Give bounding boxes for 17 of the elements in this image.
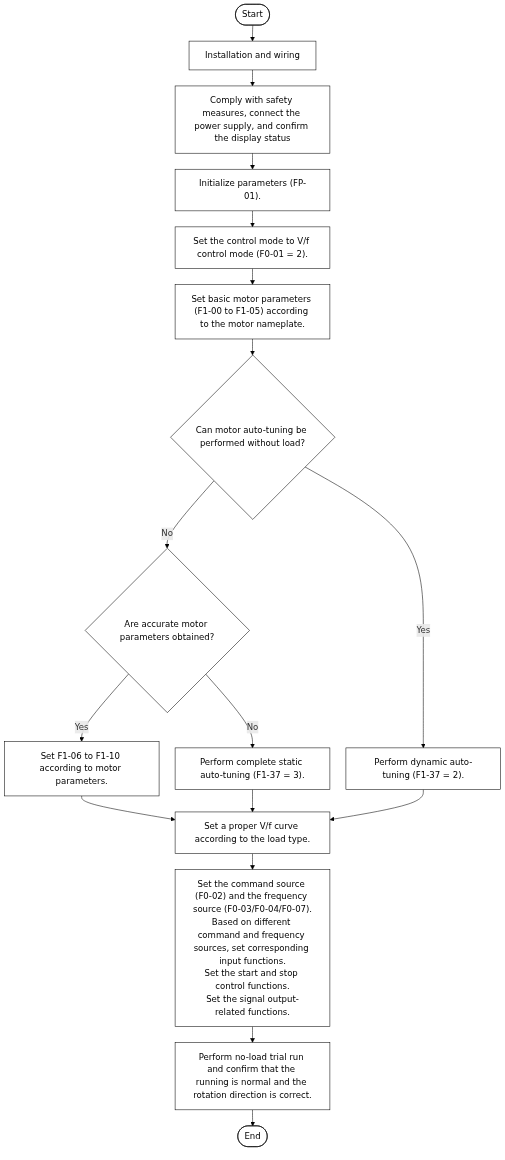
node-box: Comply with safety measures, connect the power supply, and confirm the display status — [174, 85, 331, 154]
node-box: Perform complete static auto-tuning (F1-37 = 3). — [174, 747, 331, 790]
node-box: Installation and wiring — [188, 40, 317, 71]
node-box: Set a proper V/f curve according to the load type. — [174, 811, 331, 854]
node-box: Perform no-load trial run and confirm that the running is normal and the rotation direction is correct. — [174, 1042, 331, 1111]
node-diamond: Are accurate motor parameters obtained? — [84, 547, 250, 713]
node-box: Set the control mode to V/f control mode (F0-01 = 2). — [174, 226, 331, 269]
edge-label: No — [161, 528, 173, 539]
node-box: Initialize parameters (FP-01). — [174, 168, 331, 212]
edge-label: No — [246, 721, 259, 732]
node-box: Perform dynamic auto-tuning (F1-37 = 2). — [345, 747, 501, 790]
node-box: Set the command source (F0-02) and the frequency source (F0-03/F0-04/F0-07). Based on different command and frequency sources, set corresponding input functions. Set the start and stop control functions. Set the signal output-related functions. — [174, 869, 331, 1027]
node-box: Set basic motor parameters (F1-00 to F1-05) according to the motor nameplate. — [174, 284, 331, 340]
node-diamond: Can motor auto-tuning be performed without load? — [170, 354, 336, 520]
edge-label: Yes — [416, 625, 431, 636]
node-box: Set F1-06 to F1-10 according to motor parameters. — [4, 741, 160, 797]
edge-label: Yes — [74, 721, 89, 732]
